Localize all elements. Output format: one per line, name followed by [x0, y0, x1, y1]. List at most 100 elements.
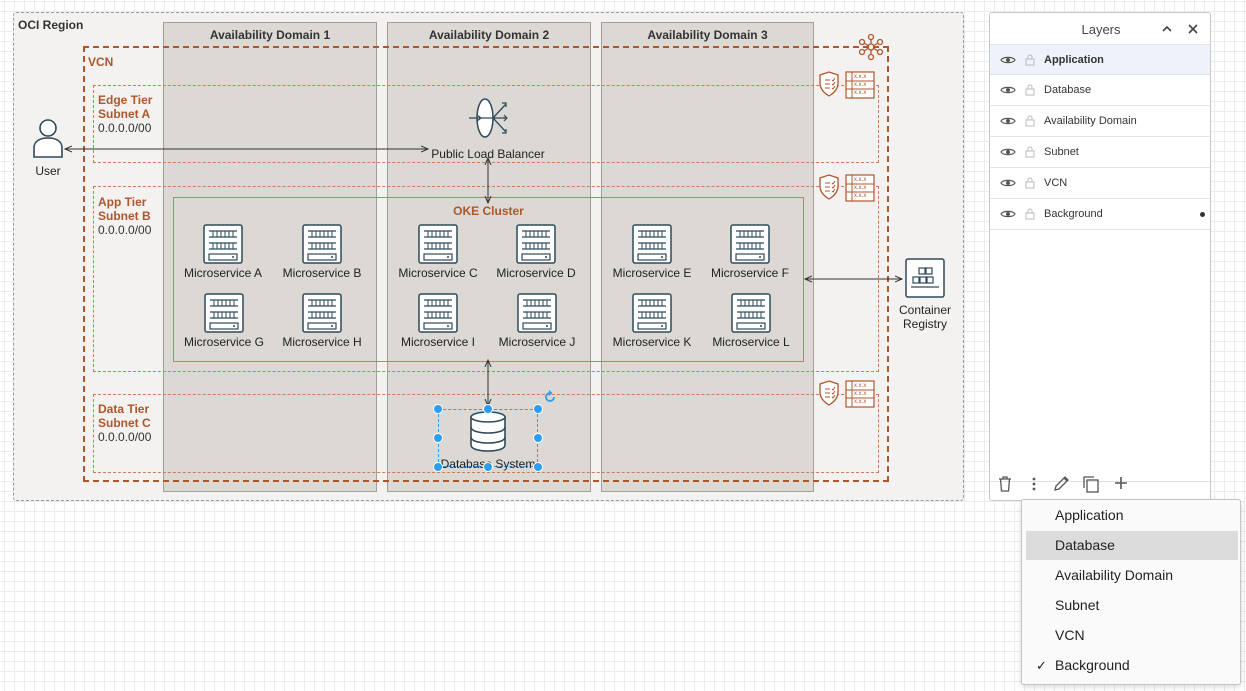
microservice-b[interactable]: Microservice B	[272, 224, 372, 280]
microservice-label: Microservice L	[712, 335, 790, 349]
security-list-edge[interactable]: x.x.x x.x.x x.x.x	[818, 70, 878, 105]
collapse-chevron-icon[interactable]	[1161, 24, 1173, 34]
menu-item-label: VCN	[1055, 627, 1085, 643]
availability-domain-1-label: Availability Domain 1	[209, 28, 331, 42]
close-icon[interactable]	[1187, 23, 1199, 35]
menu-item-label: Subnet	[1055, 597, 1100, 613]
microservice-label: Microservice J	[498, 335, 576, 349]
toolbar-divider	[990, 481, 1210, 482]
lock-icon[interactable]	[1024, 146, 1036, 158]
layer-name: Application	[1044, 53, 1104, 66]
microservice-l[interactable]: Microservice L	[701, 293, 801, 349]
layer-name: Availability Domain	[1044, 115, 1137, 127]
menu-item-application[interactable]: Application	[1026, 501, 1238, 530]
security-list-rows: x.x.x x.x.x x.x.x	[854, 176, 866, 200]
layer-row-vcn[interactable]: VCN	[990, 168, 1210, 199]
lock-icon[interactable]	[1024, 177, 1036, 189]
more-options-icon[interactable]	[1031, 477, 1037, 491]
microservice-label: Microservice G	[183, 335, 264, 349]
microservice-label: Microservice I	[400, 335, 475, 349]
microservice-j[interactable]: Microservice J	[487, 293, 587, 349]
security-list-data[interactable]: x.x.x x.x.x x.x.x	[818, 379, 878, 414]
resize-handle-se[interactable]	[533, 462, 543, 472]
eye-icon[interactable]	[1000, 209, 1016, 219]
connectors	[0, 0, 964, 500]
eye-icon[interactable]	[1000, 147, 1016, 157]
checkmark-icon: ✓	[1036, 658, 1047, 673]
microservice-f[interactable]: Microservice F	[700, 224, 800, 280]
microservice-a[interactable]: Microservice A	[173, 224, 273, 280]
security-list-icon	[819, 71, 875, 99]
server-icon	[204, 293, 244, 333]
load-balancer-node[interactable]: Public Load Balancer	[428, 97, 548, 161]
resize-handle-e[interactable]	[533, 433, 543, 443]
resize-handle-s[interactable]	[483, 462, 493, 472]
security-list-row: x.x.x	[854, 399, 867, 405]
eye-icon[interactable]	[1000, 178, 1016, 188]
layers-panel-title: Layers	[1081, 22, 1121, 37]
rotate-handle-icon[interactable]	[543, 390, 557, 404]
resize-handle-w[interactable]	[433, 433, 443, 443]
microservice-c[interactable]: Microservice C	[388, 224, 488, 280]
server-icon	[516, 224, 556, 264]
menu-item-vcn[interactable]: VCN	[1026, 621, 1238, 650]
container-registry-icon	[905, 258, 945, 298]
layer-select-menu: Application Database Availability Domain…	[1021, 499, 1241, 685]
resize-handle-nw[interactable]	[433, 404, 443, 414]
menu-item-availability-domain[interactable]: Availability Domain	[1026, 561, 1238, 590]
microservice-g[interactable]: Microservice G	[174, 293, 274, 349]
data-tier-name-line1: Data Tier	[98, 402, 150, 416]
microservice-i[interactable]: Microservice I	[388, 293, 488, 349]
registry-label-line2: Registry	[902, 317, 947, 331]
layer-row-availability-domain[interactable]: Availability Domain	[990, 106, 1210, 137]
security-list-row: x.x.x	[854, 185, 867, 191]
eye-icon[interactable]	[1000, 85, 1016, 95]
resize-handle-ne[interactable]	[533, 404, 543, 414]
layer-row-background[interactable]: Background	[990, 199, 1210, 230]
security-list-row: x.x.x	[854, 383, 867, 389]
microservice-label: Microservice H	[282, 335, 362, 349]
server-icon	[418, 224, 458, 264]
security-list-icon	[819, 380, 875, 408]
server-icon	[632, 293, 672, 333]
add-layer-icon[interactable]	[1114, 476, 1128, 490]
edit-pencil-icon[interactable]	[1053, 476, 1071, 492]
lock-icon[interactable]	[1024, 115, 1036, 127]
vcn-container[interactable]	[83, 46, 889, 482]
lock-icon[interactable]	[1024, 208, 1036, 220]
microservice-e[interactable]: Microservice E	[602, 224, 702, 280]
microservice-h[interactable]: Microservice H	[272, 293, 372, 349]
trash-icon[interactable]	[998, 476, 1012, 492]
server-icon	[730, 224, 770, 264]
layer-row-application[interactable]: Application	[990, 44, 1210, 75]
security-list-row: x.x.x	[854, 82, 867, 88]
server-icon	[302, 224, 342, 264]
server-icon	[302, 293, 342, 333]
user-node[interactable]: User	[24, 117, 72, 178]
data-tier-name-line2: Subnet C	[98, 416, 151, 430]
layer-row-database[interactable]: Database	[990, 75, 1210, 106]
container-registry-node[interactable]: Container Registry	[890, 258, 960, 331]
resize-handle-n[interactable]	[483, 404, 493, 414]
microservice-label: Microservice D	[496, 266, 576, 280]
layers-panel: Layers Application Database Availability…	[989, 12, 1211, 501]
eye-icon[interactable]	[1000, 55, 1016, 65]
eye-icon[interactable]	[1000, 116, 1016, 126]
availability-domain-3-label: Availability Domain 3	[647, 28, 768, 42]
lock-icon[interactable]	[1024, 84, 1036, 96]
resize-handle-sw[interactable]	[433, 462, 443, 472]
current-layer-indicator	[1200, 212, 1205, 217]
server-icon	[203, 224, 243, 264]
duplicate-icon[interactable]	[1082, 475, 1100, 493]
microservice-k[interactable]: Microservice K	[602, 293, 702, 349]
layer-row-subnet[interactable]: Subnet	[990, 137, 1210, 168]
microservice-d[interactable]: Microservice D	[486, 224, 586, 280]
app-tier-cidr: 0.0.0.0/00	[98, 223, 152, 237]
security-list-app[interactable]: x.x.x x.x.x x.x.x	[818, 173, 878, 208]
menu-item-background[interactable]: ✓ Background	[1026, 651, 1238, 680]
layer-name: Database	[1044, 84, 1092, 96]
server-icon	[632, 224, 672, 264]
menu-item-subnet[interactable]: Subnet	[1026, 591, 1238, 620]
menu-item-database[interactable]: Database	[1026, 531, 1238, 560]
lock-icon[interactable]	[1024, 54, 1036, 66]
